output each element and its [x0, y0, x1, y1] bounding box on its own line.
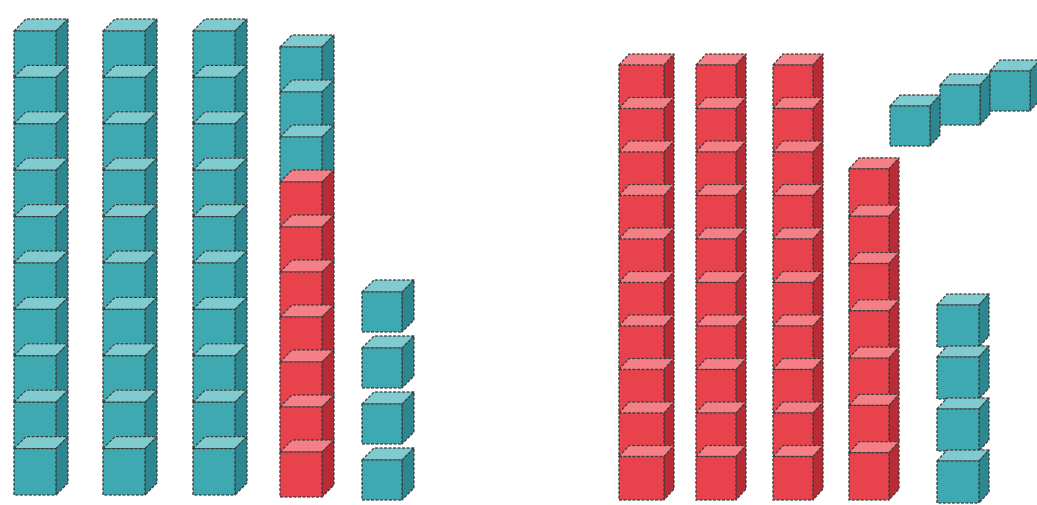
- removed-teal-units: [890, 60, 1037, 146]
- teal-cube: [937, 450, 989, 503]
- cube-front-face: [937, 409, 979, 451]
- cube-front-face: [940, 85, 980, 125]
- teal-cube: [937, 294, 989, 347]
- cube-front-face: [937, 461, 979, 503]
- red-cube: [849, 442, 899, 500]
- teal-unit-cube: [890, 95, 940, 146]
- cube-front-face: [619, 457, 664, 501]
- red-cube: [696, 446, 746, 501]
- red-rod-2: [696, 54, 746, 500]
- red-rod-1: [619, 54, 674, 500]
- teal-units-stack: [937, 294, 989, 503]
- red-rod-3: [773, 54, 823, 500]
- teal-unit-cube: [990, 60, 1037, 111]
- cube-top-face: [990, 60, 1037, 71]
- red-partial-rod: [849, 158, 899, 500]
- cube-side-face: [889, 442, 899, 500]
- cube-front-face: [937, 305, 979, 347]
- cube-front-face: [696, 457, 736, 501]
- red-cube: [773, 446, 823, 501]
- teal-cube: [937, 398, 989, 451]
- cube-front-face: [849, 453, 889, 500]
- cube-front-face: [937, 357, 979, 399]
- teal-unit-cube: [940, 74, 990, 125]
- cube-front-face: [773, 457, 813, 501]
- cube-front-face: [890, 106, 930, 146]
- red-cube: [619, 446, 674, 501]
- cube-front-face: [990, 71, 1030, 111]
- teal-cube: [937, 346, 989, 399]
